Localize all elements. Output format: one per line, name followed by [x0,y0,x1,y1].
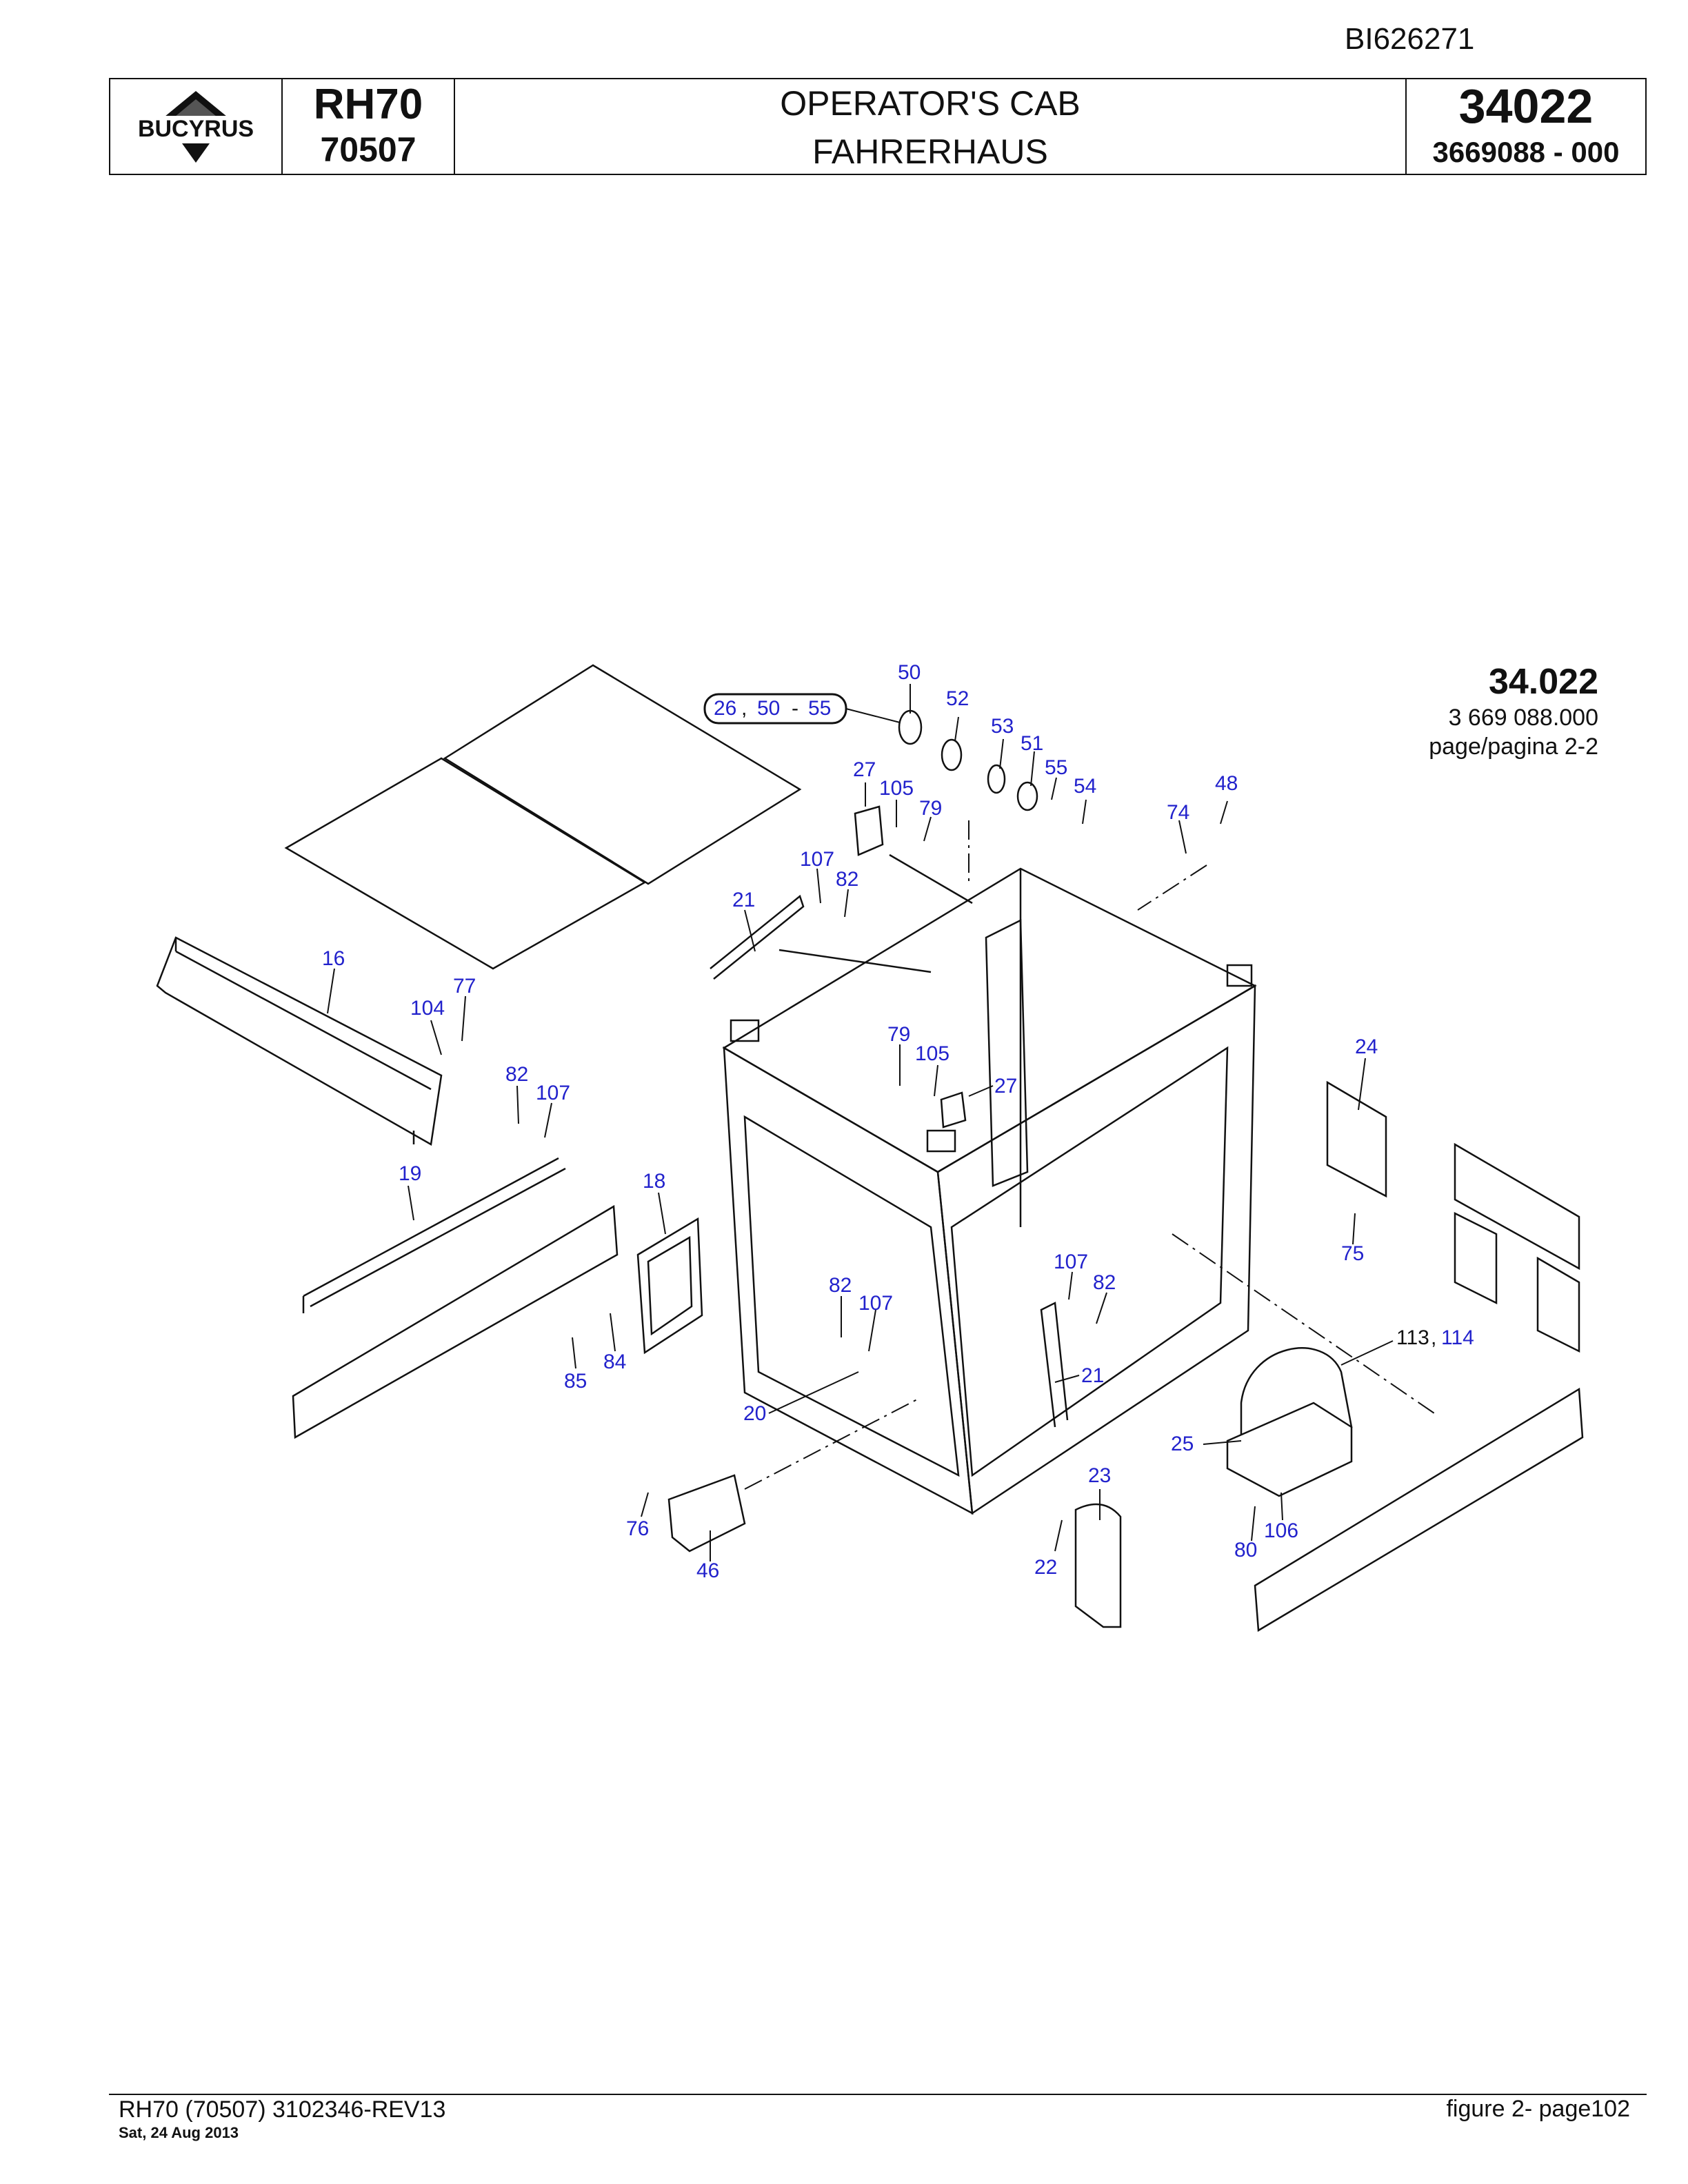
figure-page: page/pagina 2-2 [1429,734,1598,760]
svg-text:BUCYRUS: BUCYRUS [138,116,254,142]
top-fittings [854,709,1038,1129]
side-panel-left [292,1204,619,1439]
part-24-plate [1326,1080,1387,1198]
right-panel-3 [1536,1256,1580,1353]
arrow-2 [778,949,932,973]
callout-label: 107 [536,1082,570,1104]
callout-label: 21 [732,889,755,911]
callout-label: 76 [626,1517,649,1540]
kit-label-c: 55 [808,697,831,720]
callout-label: 82 [829,1274,852,1297]
cab-frame [722,867,1257,1515]
callout-label: 82 [1093,1271,1116,1294]
callout-label: 25 [1171,1433,1194,1455]
exploded-view-drawing: 26 , 50 - 55 50 52 53 51 55 54 48 74 [156,661,1584,1632]
part-25-seat [1226,1347,1353,1497]
model-name: RH70 [313,81,423,128]
title-english: OPERATOR'S CAB [780,84,1081,123]
svg-text:-: - [792,697,798,720]
figure-part: 3 669 088.000 [1448,705,1598,731]
callout-label: 84 [603,1351,626,1373]
kit-label-b: 50 [757,697,780,720]
figure-group: 34.022 [1488,662,1598,702]
callout-label: 55 [1045,756,1067,779]
callout-label: 21 [1081,1364,1104,1387]
part-21-handle-top [710,894,805,980]
callout-label: 114 [1441,1326,1474,1349]
callout-label: 27 [994,1075,1017,1098]
callout-label: 24 [1355,1035,1378,1058]
group-number: 34022 [1458,79,1594,133]
callout-label: 75 [1341,1242,1364,1265]
callout-label: 23 [1088,1464,1111,1487]
part-46-box [667,1474,746,1553]
callout-label: 80 [1234,1539,1257,1561]
footer-doc: RH70 (70507) 3102346-REV13 [119,2096,446,2123]
callout-label: 82 [505,1063,528,1086]
document-id: BI626271 [1345,22,1475,56]
footer-date: Sat, 24 Aug 2013 [119,2124,239,2141]
callout-label: 106 [1264,1519,1298,1542]
title-block: BUCYRUS RH70 70507 OPERATOR'S CAB FAHRER… [109,78,1647,175]
callout-label: 20 [743,1402,766,1425]
number-cell: 34022 3669088 - 000 [1407,79,1645,174]
part-number: 3669088 - 000 [1432,136,1620,168]
callout-label: 74 [1167,801,1189,824]
svg-text:,: , [1431,1326,1436,1349]
title-cell: OPERATOR'S CAB FAHRERHAUS [455,79,1407,174]
model-cell: RH70 70507 [283,79,455,174]
callout-label: 113 [1396,1326,1429,1349]
callout-label: 107 [1054,1251,1088,1273]
callout-label: 105 [915,1042,950,1065]
figure-reference: 34.022 3 669 088.000 page/pagina 2-2 [1429,660,1598,761]
callout-label: 105 [879,777,914,800]
callout-label: 46 [696,1559,719,1582]
serial-number: 70507 [320,130,416,169]
callout-label: 18 [643,1170,665,1193]
title-german: FAHRERHAUS [812,132,1048,171]
callout-label: 52 [946,687,969,710]
part-21-handle-front [1040,1302,1069,1428]
bucyrus-logo-icon: BUCYRUS [123,90,268,163]
part-19-bar [302,1157,566,1313]
callout-label: 79 [919,797,942,820]
arrow-1 [889,853,973,904]
callout-label: 16 [322,947,345,970]
callout-label: 48 [1215,772,1238,795]
right-panel-1 [1454,1142,1580,1271]
svg-text:,: , [741,697,747,720]
callout-label: 85 [564,1370,587,1393]
callout-label: 22 [1034,1556,1057,1579]
callout-label: 27 [853,758,876,781]
callout-label: 107 [858,1292,893,1315]
callout-label: 50 [898,661,921,684]
callout-label: 54 [1074,775,1096,798]
callout-label: 104 [410,997,445,1020]
footer-left: RH70 (70507) 3102346-REV13 Sat, 24 Aug 2… [119,2096,445,2143]
footer-rule [109,2094,1647,2095]
side-panel-right [1254,1387,1584,1632]
callout-label: 19 [399,1162,421,1185]
part-18-window-frame [636,1217,703,1355]
callout-label: 51 [1021,732,1043,755]
brand-logo: BUCYRUS [110,79,283,174]
kit-label-a: 26 [714,697,736,720]
callout-label: 79 [887,1023,910,1046]
right-panel-2 [1454,1211,1498,1305]
callout-label: 77 [453,975,476,998]
callout-label: 53 [991,715,1014,738]
part-16-trough [156,936,443,1146]
callout-label: 82 [836,868,858,891]
part-23-mirror [1074,1503,1122,1628]
footer-page: figure 2- page102 [1446,2096,1630,2122]
callout-label: 107 [800,848,834,871]
roof-panel [284,664,802,970]
